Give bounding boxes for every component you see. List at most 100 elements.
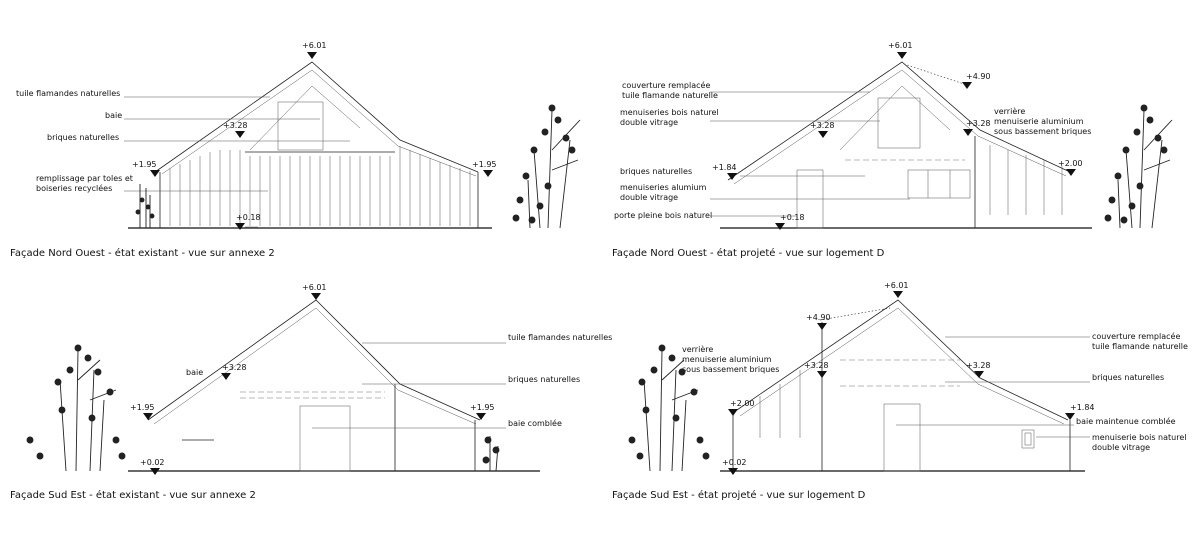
tree-illustration <box>512 104 581 229</box>
annotation-label: baie maintenue comblée <box>896 416 1176 426</box>
svg-text:+1.95: +1.95 <box>472 160 497 169</box>
annotation-label: tuile flamandes naturelles <box>16 89 270 98</box>
annotation-label: briques naturelles <box>620 167 865 177</box>
building-outline <box>720 299 1085 472</box>
tree-illustration <box>628 344 710 472</box>
level-marker: +1.95 <box>130 403 155 420</box>
annotation-label: briques naturelles <box>945 373 1164 383</box>
annotation-label: baie <box>186 368 203 377</box>
level-marker: +3.28 <box>966 361 991 378</box>
level-marker: +1.84 <box>1065 403 1095 420</box>
annotation-label: tuile flamandes naturelles <box>362 333 612 344</box>
svg-text:+3.28: +3.28 <box>966 361 991 370</box>
svg-text:baie comblée: baie comblée <box>508 418 562 428</box>
tree-illustration <box>1104 104 1173 229</box>
level-marker: +6.01 <box>302 41 327 59</box>
level-marker: +2.00 <box>1058 159 1083 176</box>
level-marker: +1.95 <box>472 160 497 177</box>
svg-text:briques naturelles: briques naturelles <box>47 133 119 142</box>
level-marker: +3.28 <box>810 121 835 138</box>
svg-text:briques naturelles: briques naturelles <box>620 167 692 176</box>
building-outline <box>720 61 1092 229</box>
view-caption: Façade Nord Ouest - état projeté - vue s… <box>612 247 885 259</box>
svg-text:+0.18: +0.18 <box>236 213 261 222</box>
svg-text:+3.28: +3.28 <box>966 119 991 128</box>
view-caption: Façade Sud Est - état existant - vue sur… <box>10 489 256 501</box>
level-marker: +4.90 <box>962 72 991 89</box>
level-marker: +2.00 <box>728 399 755 416</box>
level-marker: +1.84 <box>712 163 737 180</box>
annotation-label: baie <box>105 111 320 120</box>
annotation-label: porte pleine bois naturel <box>614 211 797 220</box>
svg-text:porte pleine bois naturel: porte pleine bois naturel <box>614 211 712 220</box>
tree-illustration <box>26 344 126 472</box>
annotation-label: briques naturelles <box>47 133 350 142</box>
svg-text:+1.95: +1.95 <box>470 403 495 412</box>
svg-text:+4.90: +4.90 <box>806 313 831 322</box>
tree-illustration <box>135 184 155 228</box>
svg-text:briques naturelles: briques naturelles <box>508 375 580 384</box>
level-marker: +0.18 <box>775 213 805 230</box>
svg-text:+3.28: +3.28 <box>810 121 835 130</box>
svg-text:+3.28: +3.28 <box>223 121 248 130</box>
level-marker: +1.95 <box>132 160 160 177</box>
view-caption: Façade Sud Est - état projeté - vue sur … <box>612 489 866 501</box>
level-marker: +0.02 <box>722 458 747 475</box>
svg-text:+6.01: +6.01 <box>888 41 913 50</box>
svg-text:baie maintenue comblée: baie maintenue comblée <box>1076 416 1176 426</box>
svg-text:+6.01: +6.01 <box>884 281 909 290</box>
annotation-label: briques naturelles <box>362 375 580 385</box>
svg-text:+3.28: +3.28 <box>804 361 829 370</box>
level-marker: +4.90 <box>806 313 831 330</box>
svg-text:+1.84: +1.84 <box>1070 403 1095 412</box>
level-marker: +6.01 <box>888 41 913 59</box>
svg-text:+3.28: +3.28 <box>222 363 247 372</box>
level-marker: +1.95 <box>470 403 495 420</box>
building-outline <box>128 61 492 229</box>
view-nord-ouest-projete: +6.01 +4.90 +3.28 +3.28 +1.84 +2.00 +0.1… <box>612 41 1092 259</box>
svg-text:+0.02: +0.02 <box>722 458 747 467</box>
view-caption: Façade Nord Ouest - état existant - vue … <box>10 247 275 259</box>
svg-text:+2.00: +2.00 <box>730 399 755 408</box>
svg-text:+6.01: +6.01 <box>302 283 327 292</box>
level-marker: +0.02 <box>140 458 165 475</box>
svg-text:baie: baie <box>186 368 203 377</box>
level-marker: +6.01 <box>302 283 327 300</box>
view-nord-ouest-existant: +6.01 +3.28 +1.95 +1.95 +0.18 tuile flam… <box>10 41 497 259</box>
svg-text:+4.90: +4.90 <box>966 72 991 81</box>
level-marker: +3.28 <box>804 361 829 378</box>
svg-text:+1.95: +1.95 <box>130 403 155 412</box>
svg-text:+1.95: +1.95 <box>132 160 157 169</box>
svg-text:tuile flamandes naturelles: tuile flamandes naturelles <box>16 89 120 98</box>
level-marker: +6.01 <box>884 281 909 298</box>
svg-text:+6.01: +6.01 <box>302 41 327 50</box>
svg-text:+2.00: +2.00 <box>1058 159 1083 168</box>
svg-text:+1.84: +1.84 <box>712 163 737 172</box>
tree-illustration <box>482 436 500 472</box>
building-outline <box>128 299 540 472</box>
level-marker: +0.18 <box>235 213 261 230</box>
view-sud-est-existant: +6.01 +3.28 +1.95 +1.95 +0.02 baie tuile… <box>10 283 612 501</box>
level-marker: +3.28 <box>221 363 247 380</box>
svg-text:baie: baie <box>105 111 122 120</box>
svg-text:briques naturelles: briques naturelles <box>1092 373 1164 382</box>
svg-text:+0.18: +0.18 <box>780 213 805 222</box>
level-marker: +3.28 <box>963 119 991 136</box>
svg-text:+0.02: +0.02 <box>140 458 165 467</box>
svg-text:tuile flamandes naturelles: tuile flamandes naturelles <box>508 333 612 342</box>
